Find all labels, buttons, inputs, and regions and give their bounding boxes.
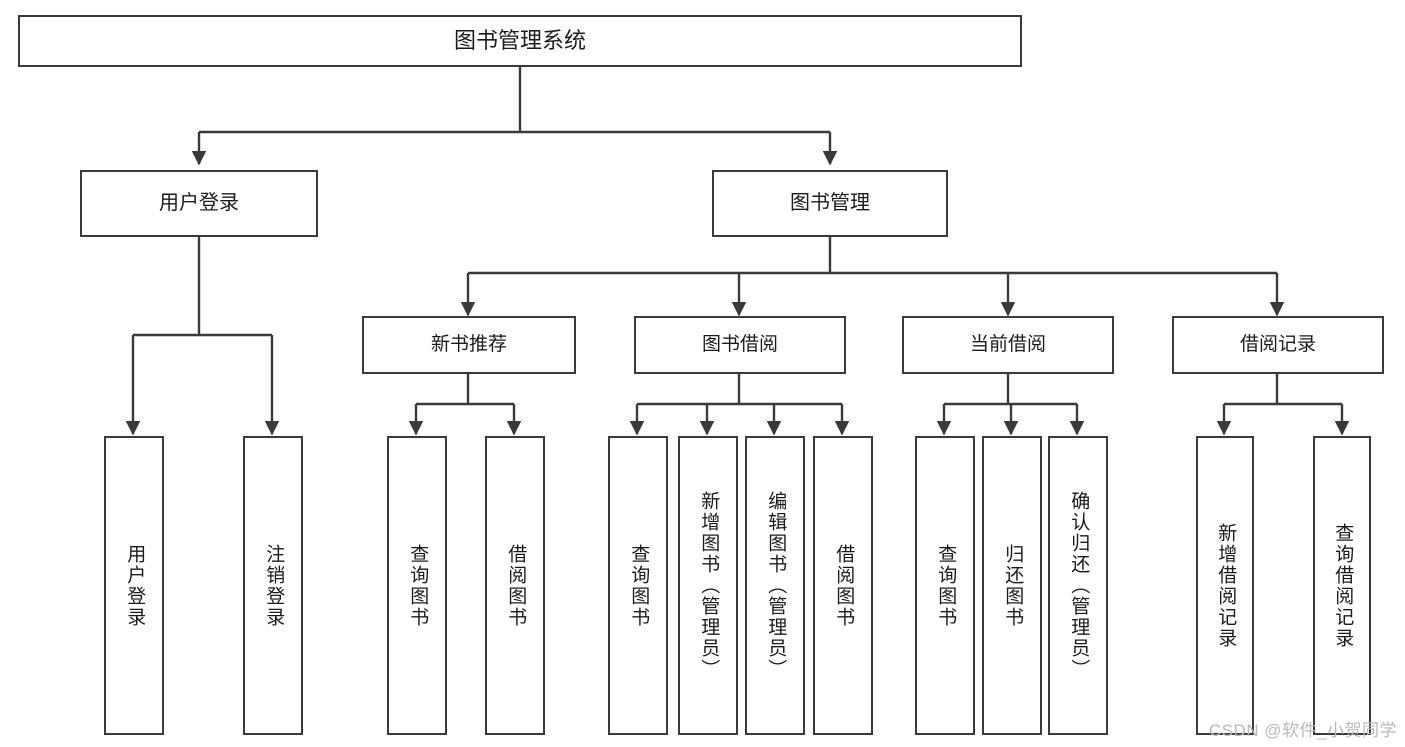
node-current-borrow[interactable]: 当前借阅: [902, 316, 1114, 374]
node-root[interactable]: 图书管理系统: [18, 15, 1022, 67]
leaf-label: 查询借阅记录: [1332, 522, 1354, 649]
leaf-user-login-signout[interactable]: 注销登录: [243, 436, 303, 735]
leaf-user-login-signin[interactable]: 用户登录: [104, 436, 164, 735]
leaf-label: 借阅图书: [833, 543, 855, 628]
leaf-label: 新增借阅记录: [1215, 522, 1237, 649]
leaf-label: 注销登录: [263, 543, 285, 628]
watermark: CSDN @软件_小贺同学: [1208, 721, 1397, 740]
leaf-label: 新增图书（管理员）: [698, 491, 720, 680]
node-root-label: 图书管理系统: [453, 28, 586, 54]
leaf-label: 借阅图书: [505, 543, 527, 628]
leaf-current-borrow-confirm-return[interactable]: 确认归还（管理员）: [1048, 436, 1108, 735]
node-book-management-label: 图书管理: [790, 191, 870, 214]
leaf-book-borrow-query[interactable]: 查询图书: [608, 436, 668, 735]
node-borrow-record-label: 借阅记录: [1239, 333, 1316, 355]
node-user-login-label: 用户登录: [159, 191, 239, 214]
leaf-label: 查询图书: [935, 543, 957, 628]
node-current-borrow-label: 当前借阅: [969, 333, 1046, 355]
node-book-borrow[interactable]: 图书借阅: [634, 316, 846, 374]
node-borrow-record[interactable]: 借阅记录: [1172, 316, 1384, 374]
leaf-label: 归还图书: [1002, 543, 1024, 628]
leaf-current-borrow-query[interactable]: 查询图书: [915, 436, 975, 735]
node-user-login[interactable]: 用户登录: [80, 170, 318, 237]
leaf-book-borrow-add[interactable]: 新增图书（管理员）: [678, 436, 738, 735]
leaf-borrow-record-query[interactable]: 查询借阅记录: [1313, 436, 1371, 735]
leaf-label: 确认归还（管理员）: [1068, 491, 1090, 680]
leaf-book-borrow-borrow[interactable]: 借阅图书: [813, 436, 873, 735]
leaf-label: 用户登录: [124, 543, 146, 628]
node-book-management[interactable]: 图书管理: [712, 170, 948, 237]
leaf-current-borrow-return[interactable]: 归还图书: [982, 436, 1042, 735]
leaf-label: 查询图书: [407, 543, 429, 628]
node-book-borrow-label: 图书借阅: [701, 333, 778, 355]
leaf-label: 查询图书: [628, 543, 650, 628]
leaf-new-book-borrow[interactable]: 借阅图书: [485, 436, 545, 735]
leaf-borrow-record-add[interactable]: 新增借阅记录: [1196, 436, 1254, 735]
leaf-new-book-query[interactable]: 查询图书: [387, 436, 447, 735]
node-new-book-recommend[interactable]: 新书推荐: [362, 316, 576, 374]
leaf-label: 编辑图书（管理员）: [765, 491, 787, 680]
node-new-book-recommend-label: 新书推荐: [430, 333, 507, 355]
leaf-book-borrow-edit[interactable]: 编辑图书（管理员）: [745, 436, 805, 735]
